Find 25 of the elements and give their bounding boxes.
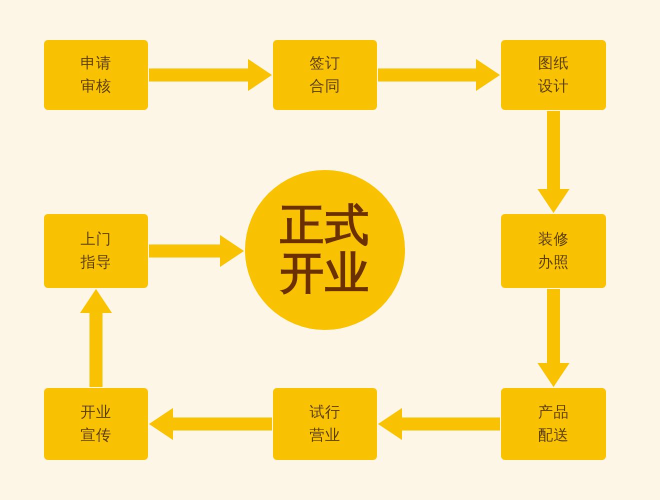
step-label: 装修办照 (538, 228, 569, 273)
step-label: 图纸设计 (538, 52, 569, 97)
arrow (538, 111, 570, 213)
step-box (44, 214, 148, 288)
step-label: 产品配送 (538, 402, 569, 446)
arrow (80, 289, 112, 387)
step-label: 开业宣传 (80, 402, 112, 446)
step-box (273, 40, 377, 110)
arrow (378, 408, 500, 440)
step-box (44, 40, 148, 110)
arrow (149, 408, 272, 440)
step-box (44, 388, 148, 460)
step-label: 签订合同 (310, 52, 340, 97)
arrow (149, 59, 272, 91)
step-label: 上门指导 (80, 228, 112, 273)
center-title: 正式开业 (280, 202, 370, 298)
step-label: 试行营业 (310, 402, 340, 446)
step-box (273, 388, 377, 460)
arrow (538, 289, 570, 387)
step-box (501, 214, 606, 288)
step-box (501, 40, 606, 110)
arrow (378, 59, 500, 91)
step-label: 申请审核 (80, 52, 112, 97)
arrow (149, 235, 244, 267)
step-box (501, 388, 606, 460)
